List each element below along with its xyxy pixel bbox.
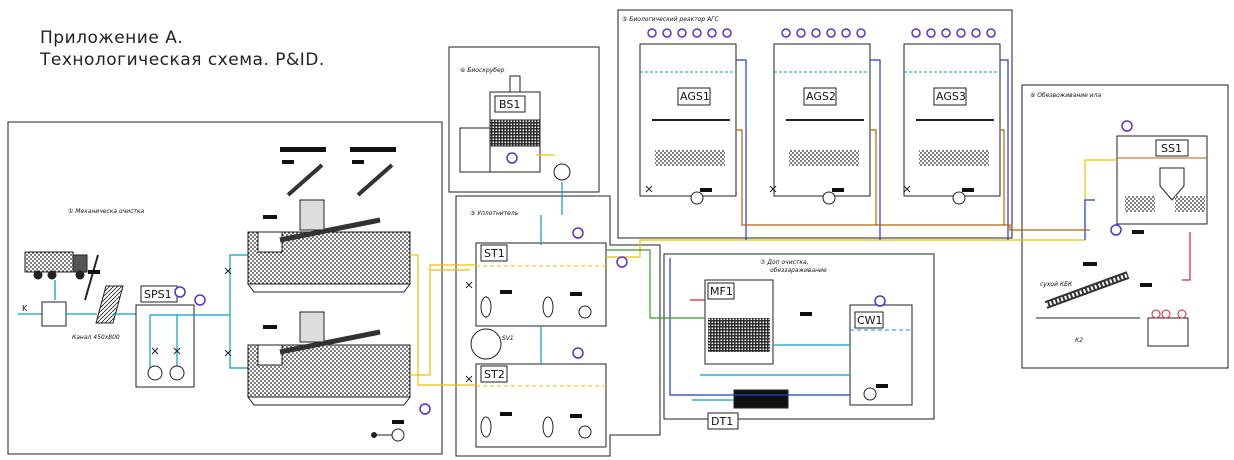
pipes-cyan [692,344,850,401]
title-line-2: Технологическая схема. P&ID. [40,50,325,70]
frame-scrubber [448,46,600,193]
channel-screen: Канал 450х800 [72,254,124,341]
ags3-reactor: AGS3 [903,43,1001,205]
inlet-k-label: K [22,304,28,313]
title-line-1: Приложение А. [40,28,184,48]
ags2-tag: AGS2 [806,90,836,103]
screen-unit-1 [247,199,411,293]
truck-icon [24,251,88,280]
screen-unit-2 [247,311,411,406]
frame-reactor [617,9,1013,239]
mf1-tag: MF1 [710,285,733,298]
section-reactor-label: ⑤ Биологический реактор АГС [622,16,720,23]
frame-post [663,253,935,420]
section-post-label-1: ⑦ Доп очистка, [760,259,809,266]
receiving-chamber [41,301,67,327]
screw-press: сухой КЕК [1036,271,1140,319]
dt1-tank: DT1 [707,389,789,430]
black-tag-blocks [88,188,1152,424]
instrument-bubbles [174,120,1133,415]
mf1-filter: MF1 [704,279,774,365]
pipes-yellow [410,154,1117,386]
ags1-reactor: AGS1 [639,43,737,205]
bs1-tag: BS1 [499,98,520,111]
sludge-pump-icon [371,428,405,442]
ss1-thickener: SS1 [1116,135,1208,225]
sv1-valve: SV1 [470,328,514,360]
scrubber-fan-icon [553,163,571,181]
dt1-tag: DT1 [711,415,733,428]
cw1-tank: CW1 [849,304,913,406]
sv1-tag: SV1 [502,335,514,342]
frame-thickener [455,195,661,457]
st2-tag: ST2 [484,368,505,381]
section-post-label-2: обеззараживание [770,267,827,274]
water-riser [540,182,563,364]
pipes-blue [669,59,1095,396]
frame-dewater [1021,84,1229,369]
sps-split-line [215,254,255,369]
st2-thickener: ST2 [475,363,607,448]
section-dewater-label: ⑧ Обезвоживание ила [1030,92,1101,99]
conveyor-tag-boxes [263,147,396,329]
st1-thickener: ST1 [475,242,607,327]
section-mech-label: ① Механическа очистка [68,208,144,215]
valve-marks [151,185,911,383]
cw1-tag: CW1 [857,314,883,327]
ags3-tag: AGS3 [936,90,966,103]
ss1-tag: SS1 [1161,142,1182,155]
pipes-orange [736,129,1090,231]
cake-label: сухой КЕК [1040,281,1073,288]
frame-mech [7,121,443,455]
sps-pump-1-icon [147,365,163,381]
bs1-scrubber: BS1 [459,75,571,181]
sps-pump-2-icon [169,365,185,381]
sps1-tag: SPS1 [144,288,172,301]
pipes-green [606,249,705,319]
dosing-unit [1147,309,1189,347]
section-thickener-label: ③ Уплотнитель [470,210,519,217]
pipes-red [690,232,1191,301]
inlet-pipe: K [18,304,42,315]
ags1-tag: AGS1 [680,90,710,103]
channel-label: Канал 450х800 [72,334,120,341]
ags-instrument-row [647,28,996,38]
bio-k-label: К2 [1075,337,1083,344]
section-scrubber-label: ⑥ Биоскрубер [460,67,505,74]
ags2-reactor: AGS2 [773,43,871,205]
st1-tag: ST1 [484,247,505,260]
sludge-conveyors [286,163,394,197]
sps1-station: SPS1 [135,285,215,388]
